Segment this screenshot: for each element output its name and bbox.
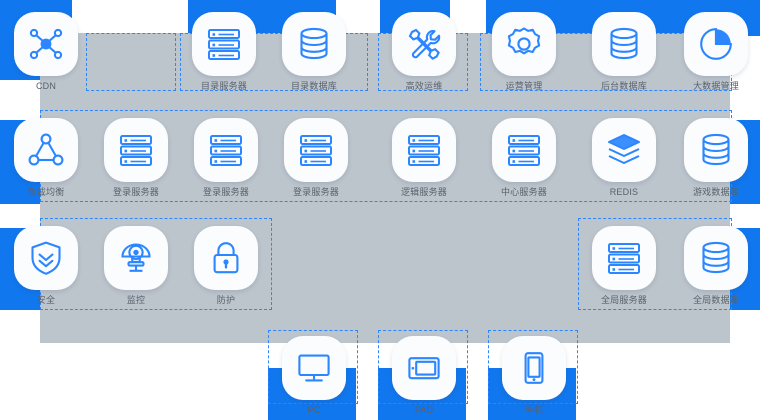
database-icon — [592, 12, 656, 76]
node-game-db[interactable]: 游戏数据库 — [684, 118, 748, 198]
node-label-login-1: 登录服务器 — [112, 187, 159, 197]
node-pc[interactable]: PC — [282, 336, 346, 416]
gear-icon — [492, 12, 556, 76]
node-logic[interactable]: 逻辑服务器 — [392, 118, 456, 198]
node-global-server[interactable]: 全局服务器 — [592, 226, 656, 306]
node-label-pc: PC — [307, 405, 321, 415]
grp-pad — [378, 330, 468, 404]
node-backend-db[interactable]: 后台数据库 — [592, 12, 656, 92]
database-icon — [684, 118, 748, 182]
node-security[interactable]: 安全 — [14, 226, 78, 306]
tools-wrench-icon — [392, 12, 456, 76]
pie-chart-icon — [684, 12, 748, 76]
database-icon — [684, 226, 748, 290]
node-mobile[interactable]: 手机 — [502, 336, 566, 416]
node-label-center: 中心服务器 — [500, 187, 547, 197]
node-label-ops: 高效运维 — [405, 81, 443, 91]
lock-icon — [194, 226, 258, 290]
server-rack-icon — [392, 118, 456, 182]
server-rack-icon — [492, 118, 556, 182]
server-rack-icon — [592, 226, 656, 290]
node-label-mobile: 手机 — [524, 405, 544, 415]
node-label-redis: REDIS — [609, 187, 639, 197]
node-label-pad: PAD — [414, 405, 434, 415]
node-dir-server[interactable]: 目录服务器 — [192, 12, 256, 92]
node-label-ops-mgmt: 运营管理 — [505, 81, 543, 91]
node-label-slb: 负载均衡 — [27, 187, 65, 197]
node-label-login-3: 登录服务器 — [292, 187, 339, 197]
node-label-dir-db: 目录数据库 — [290, 81, 337, 91]
database-icon — [282, 12, 346, 76]
node-label-global-db: 全局数据库 — [692, 295, 739, 305]
node-label-dir-server: 目录服务器 — [200, 81, 247, 91]
node-label-cdn: CDN — [35, 81, 57, 91]
node-label-backend-db: 后台数据库 — [600, 81, 647, 91]
node-monitor[interactable]: 监控 — [104, 226, 168, 306]
node-label-monitor: 监控 — [126, 295, 146, 305]
stack-layers-icon — [592, 118, 656, 182]
node-bigdata[interactable]: 大数据管理 — [684, 12, 748, 92]
grp-dir — [180, 33, 368, 91]
node-protect[interactable]: 防护 — [194, 226, 258, 306]
grp-cdn — [86, 33, 176, 91]
cdn-network-icon — [14, 12, 78, 76]
shield-icon — [14, 226, 78, 290]
architecture-panel — [40, 33, 730, 343]
node-label-protect: 防护 — [216, 295, 236, 305]
node-slb[interactable]: 负载均衡 — [14, 118, 78, 198]
node-login-3[interactable]: 登录服务器 — [284, 118, 348, 198]
node-label-global-server: 全局服务器 — [600, 295, 647, 305]
server-rack-icon — [104, 118, 168, 182]
node-global-db[interactable]: 全局数据库 — [684, 226, 748, 306]
node-ops[interactable]: 高效运维 — [392, 12, 456, 92]
node-pad[interactable]: PAD — [392, 336, 456, 416]
node-login-1[interactable]: 登录服务器 — [104, 118, 168, 198]
server-rack-icon — [192, 12, 256, 76]
server-rack-icon — [194, 118, 258, 182]
camera-monitor-icon — [104, 226, 168, 290]
node-label-bigdata: 大数据管理 — [692, 81, 739, 91]
server-rack-icon — [284, 118, 348, 182]
smartphone-icon — [502, 336, 566, 400]
node-label-security: 安全 — [36, 295, 56, 305]
tablet-icon — [392, 336, 456, 400]
node-center[interactable]: 中心服务器 — [492, 118, 556, 198]
desktop-monitor-icon — [282, 336, 346, 400]
node-label-game-db: 游戏数据库 — [692, 187, 739, 197]
node-ops-mgmt[interactable]: 运营管理 — [492, 12, 556, 92]
node-label-login-2: 登录服务器 — [202, 187, 249, 197]
load-balancer-icon — [14, 118, 78, 182]
node-cdn[interactable]: CDN — [14, 12, 78, 92]
grp-pc — [268, 330, 358, 404]
node-dir-db[interactable]: 目录数据库 — [282, 12, 346, 92]
grp-mobile — [488, 330, 578, 404]
node-label-logic: 逻辑服务器 — [400, 187, 447, 197]
node-login-2[interactable]: 登录服务器 — [194, 118, 258, 198]
node-redis[interactable]: REDIS — [592, 118, 656, 198]
